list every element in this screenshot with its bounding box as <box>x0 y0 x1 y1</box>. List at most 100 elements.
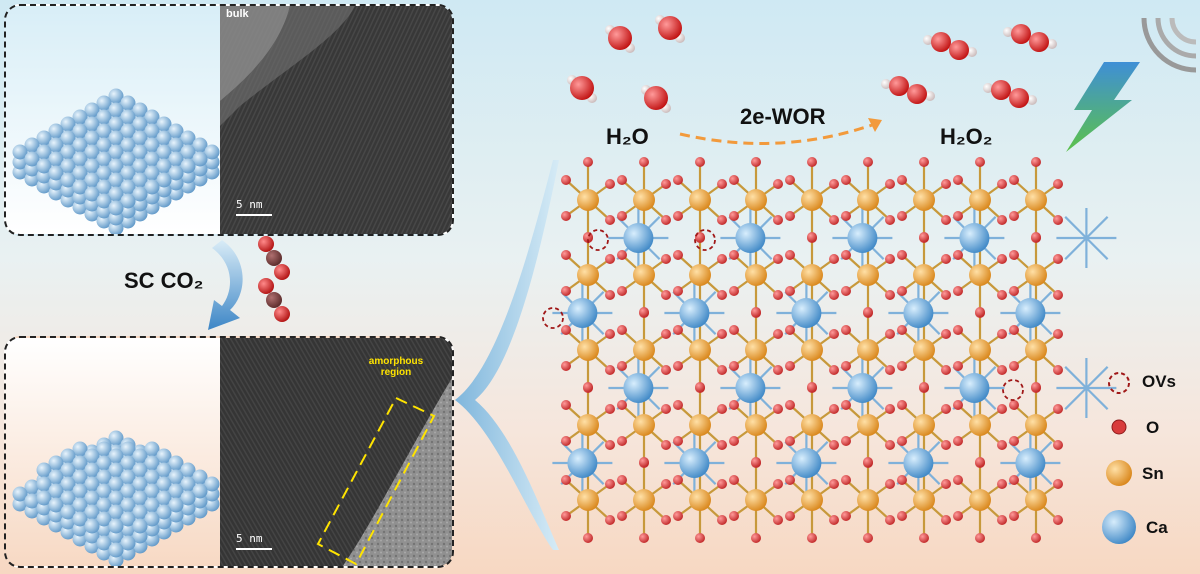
oxygen-atom <box>975 157 985 167</box>
oxygen-atom <box>885 329 895 339</box>
oxygen-vacancy <box>1002 379 1024 401</box>
oxygen-atom <box>605 515 615 525</box>
oxygen-atom <box>897 250 907 260</box>
oxygen-atom <box>841 211 851 221</box>
atom-sphere <box>48 469 64 485</box>
oxygen-atom <box>751 533 761 543</box>
atom-sphere <box>156 476 172 492</box>
oxygen-atom <box>949 40 969 60</box>
oxygen-atom <box>1009 88 1029 108</box>
oxygen-atom <box>661 215 671 225</box>
atom-sphere <box>72 165 88 181</box>
oxygen-atom <box>605 179 615 189</box>
tin-atom <box>689 189 711 211</box>
oxygen-atom <box>885 479 895 489</box>
calcium-atom <box>735 373 766 403</box>
oxygen-atom <box>829 254 839 264</box>
atom-sphere <box>108 504 124 520</box>
calcium-atom <box>847 223 878 253</box>
tin-atom <box>801 414 823 436</box>
oxygen-atom <box>717 515 727 525</box>
oxygen-atom <box>1009 286 1019 296</box>
calcium-atom <box>1015 298 1046 328</box>
atom-sphere <box>156 504 172 520</box>
atom-sphere <box>108 172 124 188</box>
oxygen-atom <box>673 211 683 221</box>
oxygen-atom <box>717 215 727 225</box>
atom-sphere <box>96 193 112 209</box>
bulk-panel: bulk 5 nm <box>4 4 454 236</box>
atom-sphere <box>24 493 40 509</box>
hydrogen-atom <box>923 35 933 45</box>
oxygen-atom <box>617 400 627 410</box>
oxygen-atom <box>617 325 627 335</box>
atom-layer <box>542 157 1063 543</box>
atom-sphere <box>192 469 208 485</box>
atom-sphere <box>156 130 172 146</box>
calcium-atom <box>679 448 710 478</box>
oxygen-atom <box>673 400 683 410</box>
oxygen-atom <box>773 440 783 450</box>
atom-sphere <box>132 476 148 492</box>
tin-atom <box>969 339 991 361</box>
oxygen-atom <box>605 254 615 264</box>
oxygen-atom <box>863 157 873 167</box>
oxygen-atom <box>841 286 851 296</box>
oxygen-atom <box>661 479 671 489</box>
oxygen-atom <box>561 361 571 371</box>
atom-sphere <box>132 144 148 160</box>
oxygen-atom <box>561 400 571 410</box>
bond <box>1064 237 1088 260</box>
tem-lattice-texture <box>220 338 452 566</box>
atom-sphere <box>132 158 148 174</box>
atom-sphere <box>96 151 112 167</box>
bulk-label: bulk <box>226 8 249 20</box>
oxygen-atom <box>773 515 783 525</box>
oxygen-atom <box>941 404 951 414</box>
oxygen-atom <box>583 157 593 167</box>
tin-atom <box>1025 264 1047 286</box>
atom-sphere <box>72 441 88 457</box>
atom-sphere <box>24 137 40 153</box>
atom-sphere <box>132 448 148 464</box>
oxygen-atom <box>729 400 739 410</box>
oxygen-atom <box>644 86 668 110</box>
oxygen-atom <box>953 511 963 521</box>
oxygen-atom <box>717 329 727 339</box>
oxygen-atom <box>605 215 615 225</box>
tin-atom <box>633 489 655 511</box>
atom-sphere <box>120 469 136 485</box>
oxygen-atom <box>1053 440 1063 450</box>
oxygen-atom <box>997 215 1007 225</box>
oxygen-atom <box>907 84 927 104</box>
oxygen-atom <box>1053 179 1063 189</box>
tin-atom <box>801 189 823 211</box>
oxygen-atom <box>885 365 895 375</box>
oxygen-atom <box>997 290 1007 300</box>
atom-sphere <box>144 483 160 499</box>
atom-sphere <box>156 448 172 464</box>
oxygen-atom <box>617 175 627 185</box>
atom-sphere <box>96 95 112 111</box>
hydrogen-peroxide-molecules <box>881 24 1057 108</box>
oxygen-atom <box>773 215 783 225</box>
oxygen-atom <box>773 329 783 339</box>
oxygen-atom <box>953 475 963 485</box>
atom-sphere <box>60 144 76 160</box>
atom-sphere <box>132 130 148 146</box>
tin-atom <box>857 189 879 211</box>
oxygen-atom <box>729 475 739 485</box>
oxygen-atom <box>658 16 682 40</box>
oxygen-atom <box>1053 479 1063 489</box>
amorphous-region-label: amorphous region <box>366 356 426 378</box>
oxygen-atom <box>885 254 895 264</box>
atom-sphere <box>120 151 136 167</box>
bond <box>1064 216 1088 239</box>
amorphous-tem-image: amorphous region 5 nm <box>220 338 452 566</box>
atom-sphere <box>36 476 52 492</box>
legend-sn-label: Sn <box>1142 464 1164 483</box>
oxygen-atom <box>561 286 571 296</box>
oxygen-atom <box>561 175 571 185</box>
oxygen-atom <box>953 361 963 371</box>
oxygen-atom <box>617 361 627 371</box>
